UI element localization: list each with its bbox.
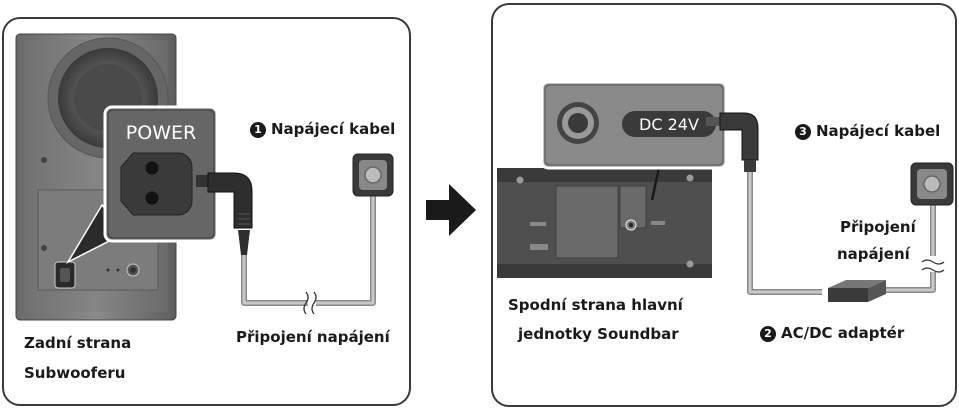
soundbar-caption-line2: jednotky Soundbar [518, 325, 679, 343]
soundbar-underside-illustration [497, 168, 712, 278]
cable-break-mark-right [921, 259, 945, 273]
dc-plug [706, 112, 759, 172]
dc-port-callout: DC 24V [540, 80, 728, 170]
subwoofer-caption-line2: Subwooferu [24, 364, 126, 382]
power-callout: POWER [103, 105, 219, 243]
step-3-badge: 3 [795, 124, 811, 140]
connection-label-left: Připojení napájení [236, 328, 390, 346]
subwoofer-illustration [15, 33, 177, 321]
soundbar-caption-line1: Spodní strana hlavní [508, 296, 683, 314]
step-2-badge: 2 [760, 326, 776, 342]
connection-label-right-line1: Připojení [840, 218, 916, 236]
wall-outlet-icon-right [910, 162, 954, 206]
wall-outlet-icon [352, 153, 394, 197]
arrow-icon [426, 184, 476, 236]
step-1-badge: 1 [250, 122, 266, 138]
subwoofer-power-plug [196, 172, 253, 255]
subwoofer-caption-line1: Zadní strana [24, 334, 132, 352]
cable-break-mark [303, 291, 317, 315]
ac-dc-adapter-icon [828, 280, 886, 302]
connection-label-right-line2: napájení [837, 245, 910, 263]
power-label: POWER [126, 122, 196, 144]
dc-port-label: DC 24V [639, 115, 699, 134]
